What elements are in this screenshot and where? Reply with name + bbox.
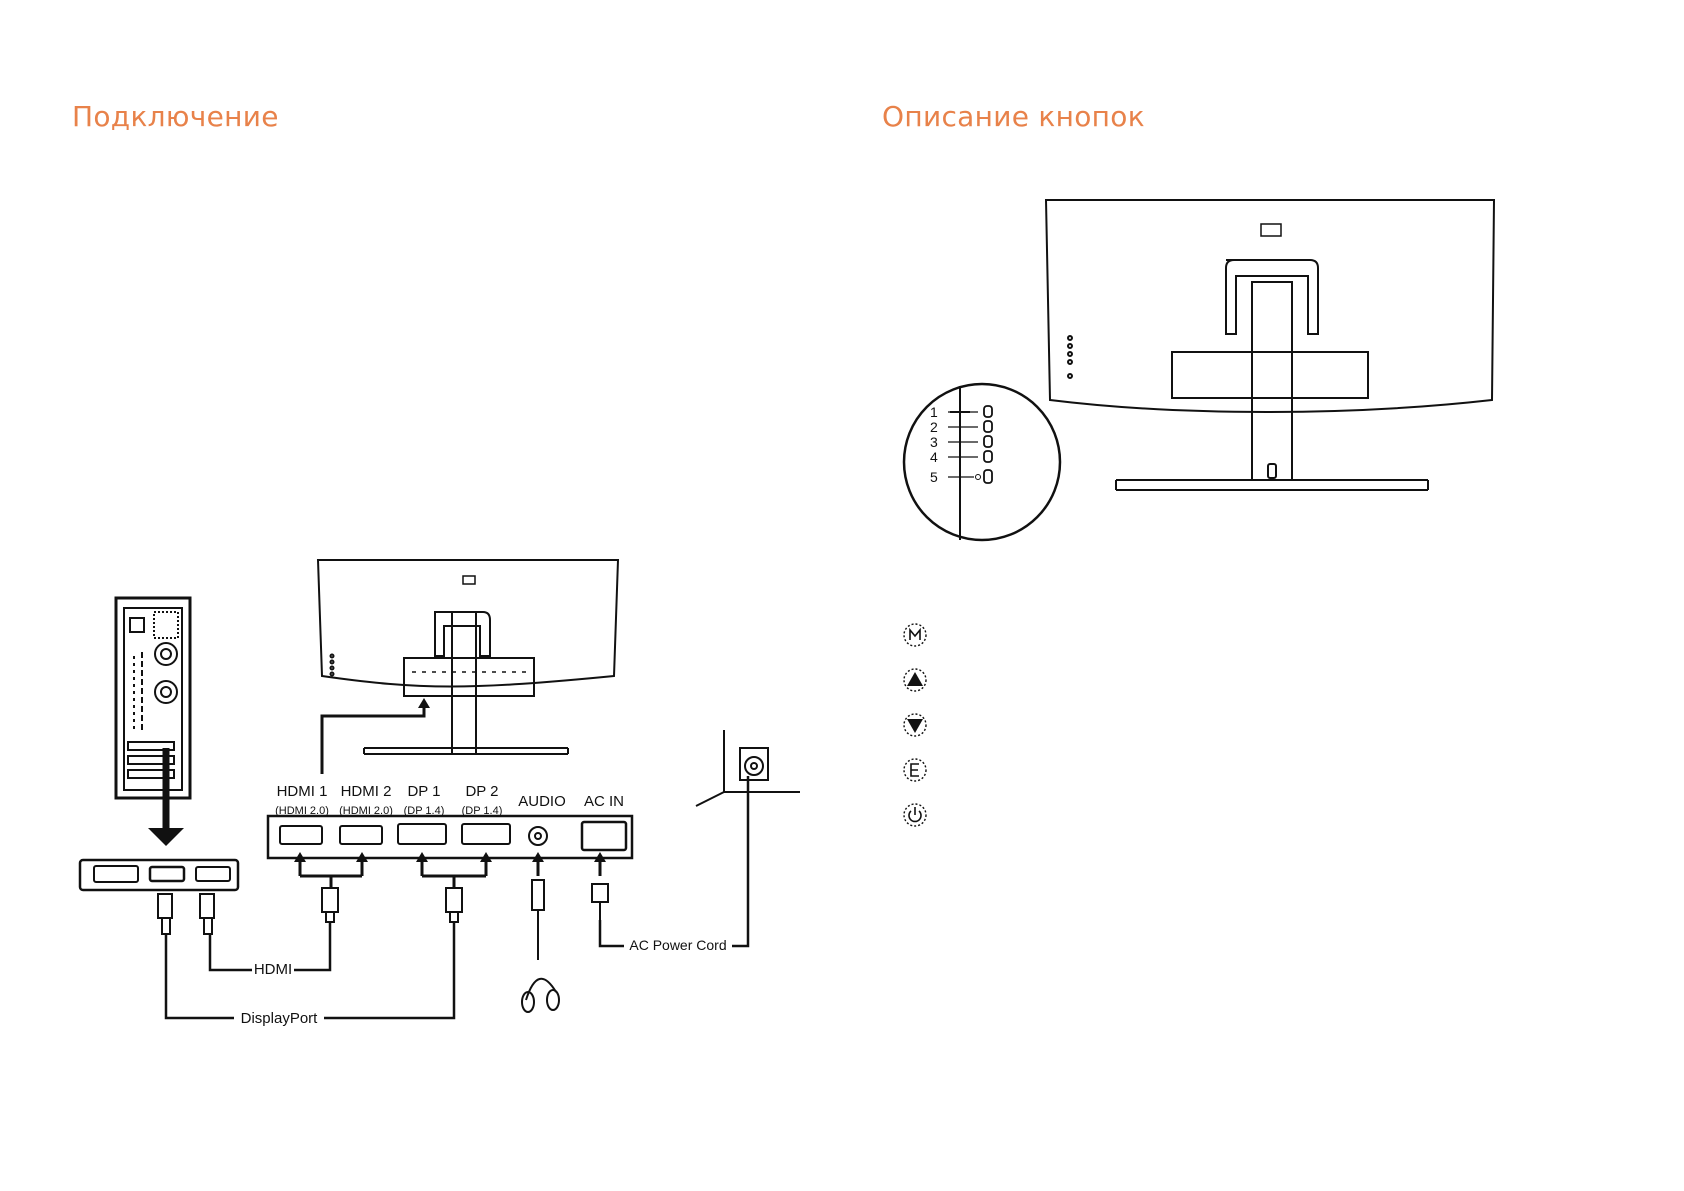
port-label-hdmi2: HDMI 2	[341, 783, 392, 800]
button-callouts: 1 2 3 4 5	[930, 404, 993, 485]
button-zoom-circle	[902, 382, 1062, 542]
exit-e-icon	[903, 757, 927, 782]
cable-label-hdmi: HDMI	[254, 961, 292, 978]
port-label-hdmi1: HDMI 1	[277, 783, 328, 800]
port-spec-hdmi2: (HDMI 2.0)	[339, 805, 393, 817]
legend-item	[902, 702, 928, 747]
monitor-back-large	[1044, 199, 1496, 491]
buttons-title: Описание кнопок	[882, 100, 1145, 133]
port-label-audio: AUDIO	[518, 793, 566, 810]
button-legend	[902, 612, 928, 837]
port-spec-hdmi1: (HDMI 2.0)	[275, 805, 329, 817]
gpu-port-panel	[78, 858, 240, 892]
port-spec-dp2: (DP 1.4)	[462, 805, 503, 817]
legend-item	[902, 657, 928, 702]
pc-tower	[114, 596, 192, 800]
port-spec-dp1: (DP 1.4)	[404, 805, 445, 817]
arrow-up-icon	[903, 667, 927, 692]
legend-item	[902, 792, 928, 837]
connection-title: Подключение	[72, 100, 279, 133]
port-label-dp1: DP 1	[407, 783, 440, 800]
legend-item	[902, 747, 928, 792]
callout-5: 5	[930, 469, 938, 485]
arrow-down-icon	[903, 712, 927, 737]
legend-item	[902, 612, 928, 657]
power-icon	[903, 802, 927, 827]
monitor-back-small	[316, 559, 620, 755]
menu-m-icon	[903, 622, 927, 647]
buttons-diagram: 1 2 3 4 5	[902, 199, 1496, 542]
port-label-dp2: DP 2	[465, 783, 498, 800]
monitor-port-panel	[266, 814, 634, 860]
callout-1: 1	[930, 404, 938, 420]
callout-4: 4	[930, 449, 938, 465]
callout-3: 3	[930, 434, 938, 450]
cable-label-displayport: DisplayPort	[241, 1010, 319, 1027]
port-label-ac-in: AC IN	[584, 793, 624, 810]
cable-label-power: AC Power Cord	[629, 937, 726, 953]
wall-outlet	[695, 730, 800, 807]
connection-diagram: HDMI 1 (HDMI 2.0) HDMI 2 (HDMI 2.0) DP 1…	[78, 559, 800, 1027]
headphones-icon	[521, 978, 560, 1013]
port-labels: HDMI 1 (HDMI 2.0) HDMI 2 (HDMI 2.0) DP 1…	[275, 783, 624, 817]
callout-2: 2	[930, 419, 938, 435]
